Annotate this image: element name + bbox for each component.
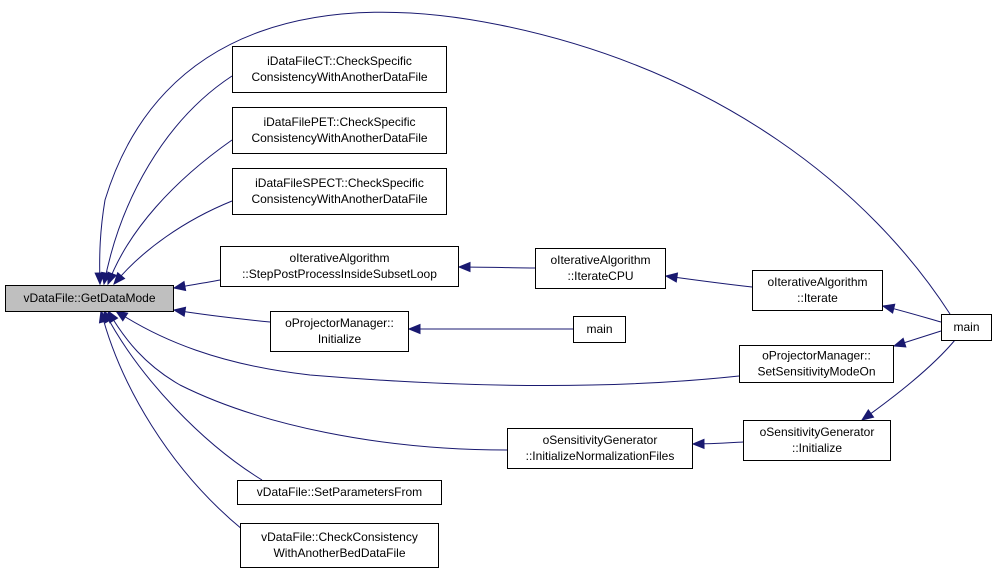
node-label: Initialize — [318, 332, 362, 346]
node-label: WithAnotherBedDataFile — [273, 546, 405, 560]
node-label: ConsistencyWithAnotherDataFile — [251, 70, 427, 84]
node-label: iDataFileSPECT::CheckSpecific — [255, 176, 424, 190]
edge-arrowhead — [114, 310, 129, 322]
node-box — [232, 46, 447, 93]
node-label: main — [953, 320, 979, 334]
node-spect[interactable]: iDataFileSPECT::CheckSpecificConsistency… — [232, 168, 447, 215]
node-box — [507, 428, 693, 469]
node-box — [743, 420, 891, 461]
edge-setparams-to-root — [103, 309, 263, 481]
node-box — [941, 314, 992, 341]
node-box — [535, 248, 666, 289]
edge-iterate-to-iteratecpu — [664, 272, 753, 288]
edge-iteratecpu-to-steppost — [457, 261, 536, 273]
edge-line — [99, 11, 951, 315]
node-steppost[interactable]: oIterativeAlgorithm::StepPostProcessInsi… — [220, 246, 459, 287]
edge-arrowhead — [407, 323, 421, 335]
node-setsens[interactable]: oProjectorManager::SetSensitivityModeOn — [739, 345, 894, 383]
node-box — [270, 311, 409, 352]
node-box — [5, 285, 174, 312]
node-box — [237, 480, 442, 505]
node-ct[interactable]: iDataFileCT::CheckSpecificConsistencyWit… — [232, 46, 447, 93]
node-label: ::Initialize — [792, 441, 842, 455]
node-box — [220, 246, 459, 287]
node-label: oSensitivityGenerator — [543, 433, 658, 447]
node-box — [752, 270, 883, 311]
edge-arrowhead — [664, 272, 679, 283]
edge-projinit-to-root — [172, 306, 271, 323]
node-iteratecpu[interactable]: oIterativeAlgorithm::IterateCPU — [535, 248, 666, 289]
call-nodes: vDataFile::GetDataMode iDataFileCT::Check… — [5, 46, 992, 568]
edge-main_right-to-sensinit — [860, 339, 956, 421]
edge-steppost-to-root — [172, 279, 221, 292]
edge-arrowhead — [172, 306, 187, 317]
node-initnorm[interactable]: oSensitivityGenerator::InitializeNormali… — [507, 428, 693, 469]
node-box — [573, 316, 626, 343]
node-main_right[interactable]: main — [941, 314, 992, 341]
node-sensinit[interactable]: oSensitivityGenerator::Initialize — [743, 420, 891, 461]
node-label: oSensitivityGenerator — [760, 425, 875, 439]
node-root[interactable]: vDataFile::GetDataMode — [5, 285, 174, 312]
node-box — [232, 168, 447, 215]
node-projinit[interactable]: oProjectorManager::Initialize — [270, 311, 409, 352]
node-label: oIterativeAlgorithm — [289, 251, 389, 265]
edge-main_right-to-iterate — [881, 303, 942, 323]
edge-arrowhead — [860, 409, 875, 421]
edge-ct-to-root — [101, 75, 233, 286]
node-box — [240, 523, 439, 568]
edge-line — [115, 310, 740, 386]
edge-arrowhead — [892, 337, 907, 348]
node-label: oProjectorManager:: — [285, 316, 394, 330]
node-label: ::StepPostProcessInsideSubsetLoop — [242, 267, 437, 281]
node-label: oIterativeAlgorithm — [767, 275, 867, 289]
edge-pet-to-root — [107, 139, 233, 286]
node-iterate[interactable]: oIterativeAlgorithm::Iterate — [752, 270, 883, 311]
node-label: ::Iterate — [797, 291, 838, 305]
edge-line — [173, 309, 271, 323]
edge-arrowhead — [107, 271, 118, 286]
edge-arrowhead — [457, 261, 471, 273]
node-label: iDataFileCT::CheckSpecific — [267, 54, 412, 68]
edge-sensinit-to-initnorm — [691, 438, 744, 450]
edge-arrowhead — [98, 309, 110, 324]
node-label: ConsistencyWithAnotherDataFile — [251, 192, 427, 206]
node-label: ::IterateCPU — [567, 269, 633, 283]
edge-arrowhead — [881, 303, 896, 314]
node-checkbed[interactable]: vDataFile::CheckConsistencyWithAnotherBe… — [240, 523, 439, 568]
edge-arrowhead — [172, 280, 187, 292]
call-edges — [94, 11, 956, 531]
edge-line — [861, 339, 956, 421]
edge-line — [113, 200, 233, 285]
edge-checkbed-to-root — [98, 309, 244, 531]
node-pet[interactable]: iDataFilePET::CheckSpecificConsistencyWi… — [232, 107, 447, 154]
edge-line — [103, 310, 263, 481]
edge-arrowhead — [691, 438, 705, 450]
edge-line — [107, 139, 233, 285]
node-main_mid[interactable]: main — [573, 316, 626, 343]
node-box — [739, 345, 894, 383]
edge-main_right-to-setsens — [892, 330, 942, 348]
node-setparams[interactable]: vDataFile::SetParametersFrom — [237, 480, 442, 505]
node-label: vDataFile::CheckConsistency — [261, 530, 418, 544]
node-label: vDataFile::SetParametersFrom — [257, 485, 422, 499]
edge-line — [665, 275, 753, 288]
node-label: SetSensitivityModeOn — [757, 365, 875, 379]
edge-setsens-to-root — [114, 310, 740, 386]
edge-spect-to-root — [113, 200, 233, 286]
edge-line — [103, 75, 233, 285]
node-label: main — [586, 322, 612, 336]
edge-arrowhead — [113, 271, 126, 286]
edge-main_mid-to-projinit — [407, 323, 573, 335]
node-label: oProjectorManager:: — [762, 349, 871, 363]
node-label: ::InitializeNormalizationFiles — [526, 449, 675, 463]
node-label: vDataFile::GetDataMode — [23, 291, 155, 305]
edge-line — [100, 310, 244, 531]
node-box — [232, 107, 447, 154]
node-label: iDataFilePET::CheckSpecific — [263, 115, 415, 129]
edge-line — [107, 310, 508, 451]
node-label: ConsistencyWithAnotherDataFile — [251, 131, 427, 145]
node-label: oIterativeAlgorithm — [550, 253, 650, 267]
